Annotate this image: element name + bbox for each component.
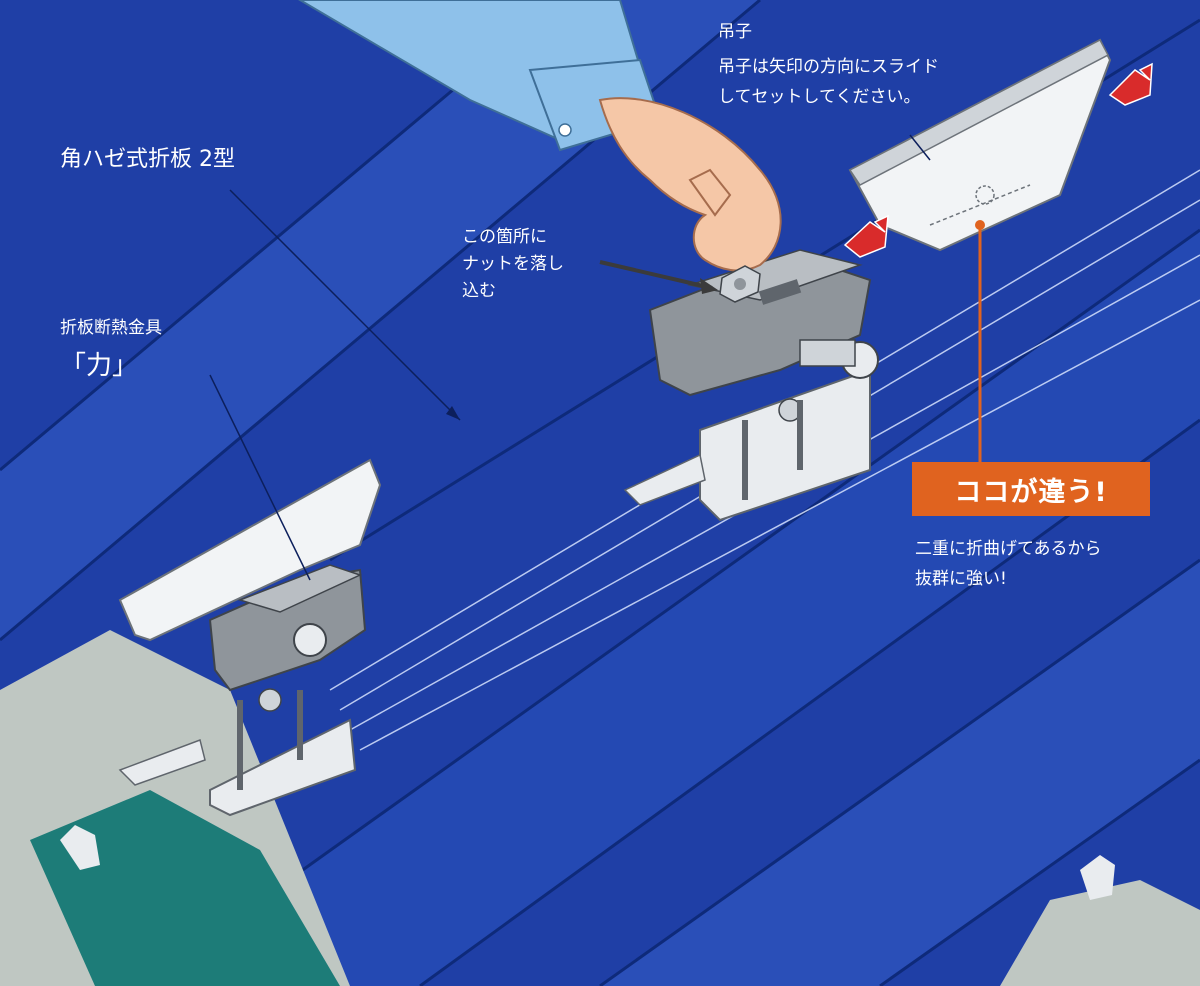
nut-instruction: この箇所に ナットを落し 込む [462,224,564,305]
roof-pointer-line [229,189,461,421]
slide-arrow-icon [843,214,889,258]
benefit-line: 抜群に強い! [915,569,1007,589]
fitting-pointer-line [209,374,311,581]
hanger-pointer-line [909,134,931,161]
nut-instruction-line: この箇所に [462,227,547,247]
fitting-brand-label: 「力」 [60,351,139,381]
hanger-fold-line [929,184,1031,226]
nut-instruction-line: ナットを落し [462,254,564,274]
seam-profile-right [1080,855,1115,900]
callout-badge: ココが違う! [912,462,1150,516]
roof-type-label: 角ハゼ式折板 2型 [60,147,235,172]
slide-arrows [843,62,1153,258]
nut [719,265,761,303]
hanger-instruction-line: 吊子は矢印の方向にスライド [718,57,939,77]
hanger-title: 吊子 [718,22,752,42]
hanger-instruction-line: してセットしてください。 [718,87,921,107]
roof-pointer-arrowhead [446,406,460,420]
teal-panel-section [30,790,340,986]
seam-profile [60,825,100,870]
callout-leader-dot [975,220,985,230]
hand-illustration [298,0,782,272]
slide-arrow-icon [1108,62,1153,106]
benefit-description: 二重に折曲げてあるから 抜群に強い! [915,534,1102,594]
nut-pointer-arrowhead [700,278,718,294]
hanger-instruction: 吊子は矢印の方向にスライド してセットしてください。 [718,52,939,112]
hanger-hole [975,185,995,205]
insulation-section-right [1000,880,1200,986]
bracket-left [118,458,382,817]
fitting-name-label: 折板断熱金具 [60,318,162,338]
benefit-line: 二重に折曲げてあるから [915,539,1102,559]
bracket-center [623,249,879,522]
hanger-lip [848,38,1110,186]
callout-text: ココが違う! [954,476,1108,508]
nut-instruction-line: 込む [462,281,496,301]
nut-pointer-line [599,260,713,290]
